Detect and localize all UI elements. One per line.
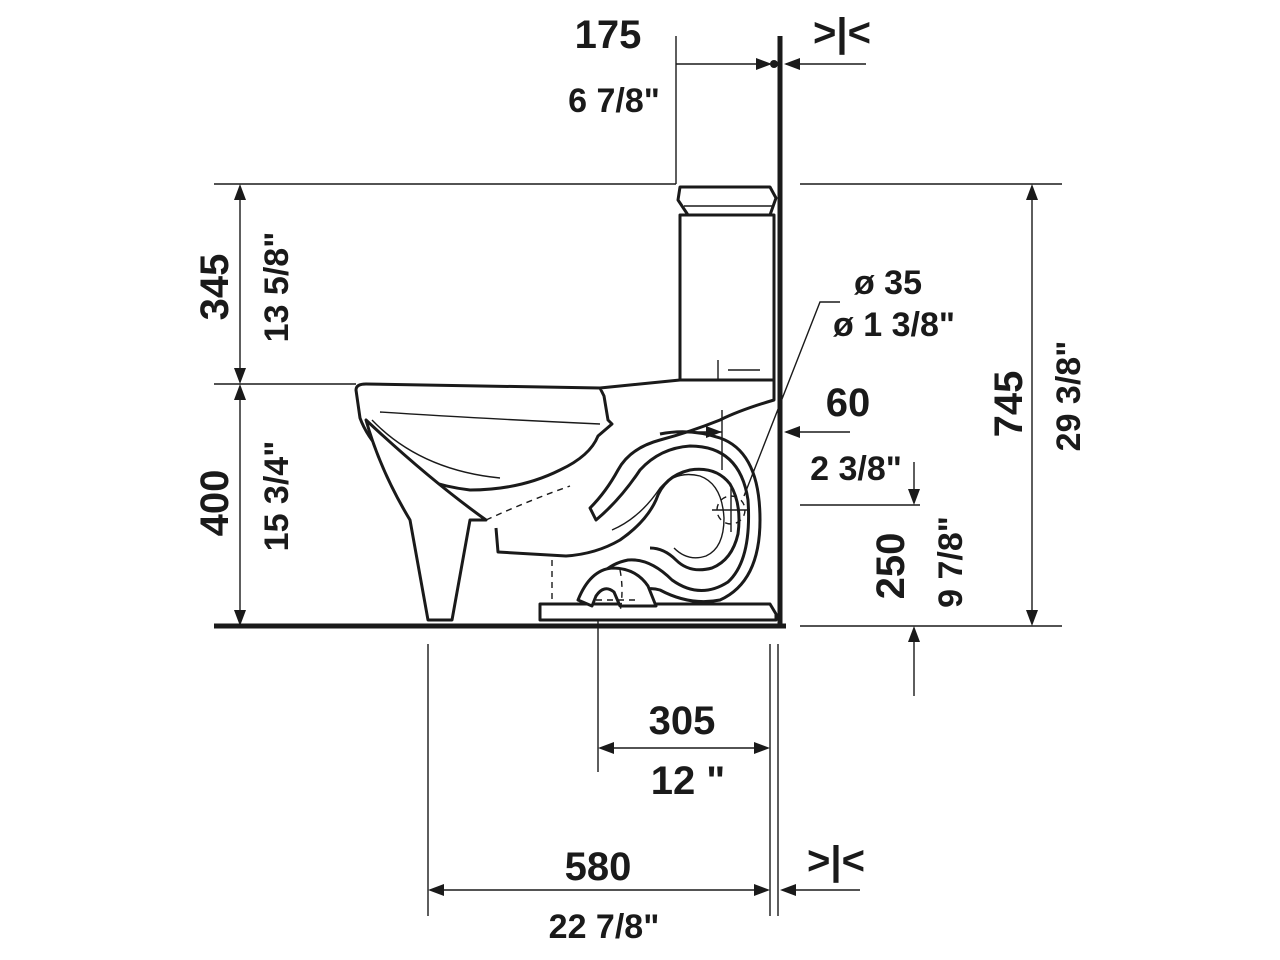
total-height-in: 29 3/8": [1050, 341, 1088, 452]
total-depth-in: 22 7/8": [549, 908, 660, 946]
pipe-height-mm: 250: [869, 533, 913, 600]
tank-lid: [676, 185, 778, 217]
rough-in-in: 12 ": [651, 759, 726, 803]
pipe-height-in: 9 7/8": [932, 516, 970, 608]
trapway: [578, 378, 776, 622]
trap-outer: [494, 467, 741, 572]
pipe-diameter-in: ø 1 3/8": [833, 306, 955, 344]
extension-lines: [214, 36, 1062, 916]
total-height-mm: 745: [987, 371, 1031, 438]
outlet-horn: [576, 566, 658, 608]
tank-height-in: 13 5/8": [258, 232, 296, 343]
bowl-height-in: 15 3/4": [258, 441, 296, 552]
pipe-wall-offset-mm: 60: [826, 381, 871, 425]
base-foot: [538, 602, 778, 622]
pipe-wall-offset-in: 2 3/8": [810, 450, 902, 488]
wall-gap-top: >|<: [813, 11, 871, 55]
rear-offset-in: 6 7/8": [568, 82, 660, 120]
wall-gap-bottom: >|<: [807, 839, 865, 883]
total-depth-mm: 580: [565, 845, 632, 889]
tank: [678, 213, 776, 382]
bowl-height-mm: 400: [193, 470, 237, 537]
rear-offset-mm: 175: [575, 13, 642, 57]
pedestal: [364, 418, 488, 622]
tank-height-mm: 345: [193, 254, 237, 321]
toilet-outline: [354, 185, 778, 622]
rough-in-mm: 305: [649, 699, 716, 743]
pipe-diameter-mm: ø 35: [854, 264, 922, 302]
